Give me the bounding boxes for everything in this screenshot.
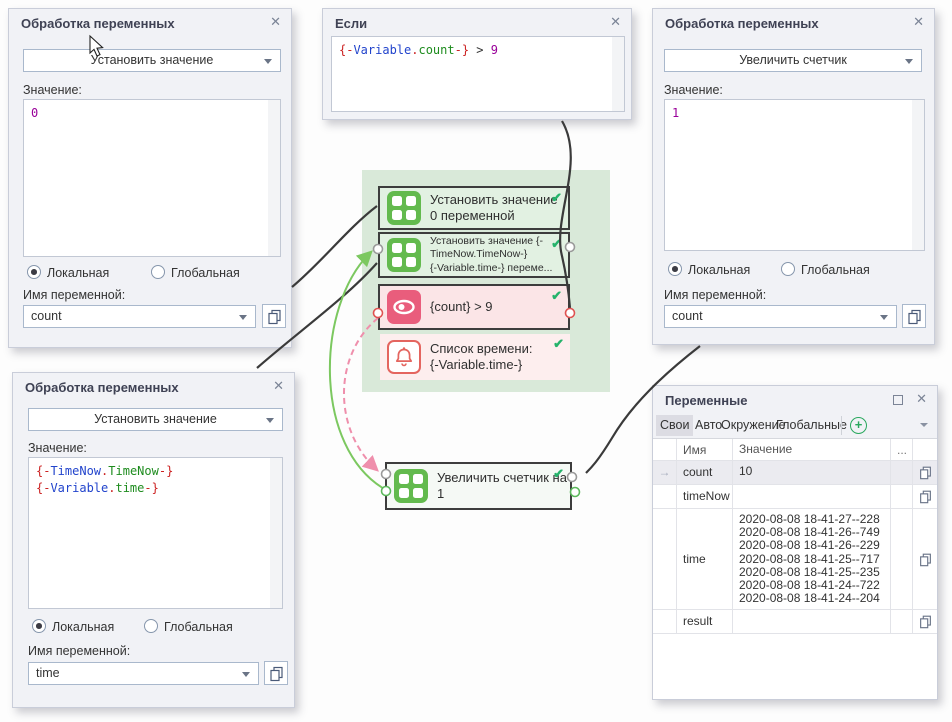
radio-local[interactable]: [32, 619, 46, 633]
copy-button[interactable]: [264, 661, 288, 685]
tab-own[interactable]: Свои: [656, 415, 693, 436]
check-icon: ✔: [551, 236, 562, 252]
action-dropdown[interactable]: Установить значение: [23, 49, 281, 72]
check-icon: ✔: [551, 288, 562, 304]
copy-value-button[interactable]: [913, 509, 937, 609]
column-name[interactable]: Имя: [677, 439, 733, 460]
eye-icon: [387, 290, 421, 324]
add-variable-button[interactable]: +: [850, 417, 867, 434]
close-icon[interactable]: ✕: [270, 15, 281, 29]
value-label: Значение:: [23, 83, 82, 97]
check-icon: ✔: [553, 466, 564, 482]
grid-action-icon: [387, 191, 421, 225]
variable-name-combo[interactable]: time: [28, 662, 259, 685]
value-textarea[interactable]: 0: [23, 99, 281, 257]
check-icon: ✔: [553, 336, 564, 352]
radio-local[interactable]: [668, 262, 682, 276]
panel-variable-processing-top-left: Обработка переменных ✕ Установить значен…: [8, 8, 292, 348]
table-row-result[interactable]: result: [653, 610, 937, 634]
copy-icon: [266, 308, 283, 325]
copy-icon: [268, 665, 285, 682]
chevron-down-icon: [266, 418, 274, 423]
flow-block-time-list-notice[interactable]: Список времени: {-Variable.time-} ✔: [380, 334, 570, 380]
table-header: Имя Значение ...: [653, 439, 937, 461]
action-dropdown[interactable]: Увеличить счетчик: [664, 49, 922, 72]
maximize-icon[interactable]: [893, 395, 903, 405]
action-dropdown[interactable]: Установить значение: [28, 408, 283, 431]
radio-global[interactable]: [151, 265, 165, 279]
column-value[interactable]: Значение: [733, 439, 891, 460]
table-row-timenow[interactable]: timeNow: [653, 485, 937, 509]
variables-panel: Переменные ✕ Свои Авто Окружение Глобаль…: [652, 385, 938, 700]
radio-local[interactable]: [27, 265, 41, 279]
copy-value-button[interactable]: [913, 610, 937, 633]
panel-title: Переменные: [665, 393, 747, 408]
radio-global[interactable]: [781, 262, 795, 276]
value-textarea[interactable]: {-TimeNow.TimeNow-} {-Variable.time-}: [28, 457, 283, 609]
flow-block-increment[interactable]: Увеличить счетчик на 1 ✔: [385, 462, 572, 510]
copy-icon: [918, 489, 933, 504]
copy-value-button[interactable]: [913, 485, 937, 508]
chevron-down-icon: [880, 315, 888, 320]
value-label: Значение:: [664, 83, 723, 97]
copy-value-button[interactable]: [913, 461, 937, 484]
tab-global[interactable]: Глобальные: [772, 415, 851, 436]
panel-title: Если: [335, 16, 367, 31]
chevron-down-icon: [239, 315, 247, 320]
flow-block-set-zero[interactable]: Установить значение 0 переменной ✔: [378, 186, 570, 230]
variable-name-combo[interactable]: count: [23, 305, 256, 328]
copy-icon: [906, 308, 923, 325]
grid-action-icon: [387, 238, 421, 272]
panel-variable-processing-bottom-left: Обработка переменных ✕ Установить значен…: [12, 372, 295, 708]
copy-button[interactable]: [902, 304, 926, 328]
column-more[interactable]: ...: [891, 439, 913, 460]
variables-tabs: Свои Авто Окружение Глобальные +: [653, 412, 937, 439]
chevron-down-icon: [242, 672, 250, 677]
current-row-arrow-icon: →: [653, 461, 677, 484]
var-name-label: Имя переменной:: [28, 644, 130, 658]
value-label: Значение:: [28, 441, 87, 455]
variable-name-combo[interactable]: count: [664, 305, 897, 328]
panel-title: Обработка переменных: [665, 16, 819, 31]
panel-variable-processing-top-right: Обработка переменных ✕ Увеличить счетчик…: [652, 8, 935, 345]
var-name-label: Имя переменной:: [664, 288, 766, 302]
check-icon: ✔: [551, 190, 562, 206]
condition-editor[interactable]: {-Variable.count-} > 9: [331, 36, 625, 112]
close-icon[interactable]: ✕: [916, 392, 927, 406]
panel-if-condition: Если ✕ {-Variable.count-} > 9: [322, 8, 632, 120]
divider: [841, 416, 842, 435]
grid-action-icon: [394, 469, 428, 503]
var-name-label: Имя переменной:: [23, 288, 125, 302]
copy-icon: [918, 465, 933, 480]
bell-icon: [387, 340, 421, 374]
table-row-time[interactable]: time 2020-08-08 18-41-27--228 2020-08-08…: [653, 509, 937, 610]
flow-block-condition[interactable]: {count} > 9 ✔: [378, 284, 570, 330]
radio-global[interactable]: [144, 619, 158, 633]
variables-table: Имя Значение ... → count 10 tim: [653, 439, 937, 699]
close-icon[interactable]: ✕: [913, 15, 924, 29]
chevron-down-icon[interactable]: [920, 423, 928, 427]
chevron-down-icon: [264, 59, 272, 64]
panel-title: Обработка переменных: [25, 380, 179, 395]
chevron-down-icon: [905, 59, 913, 64]
copy-button[interactable]: [262, 304, 286, 328]
copy-icon: [918, 552, 933, 567]
close-icon[interactable]: ✕: [610, 15, 621, 29]
value-textarea[interactable]: 1: [664, 99, 925, 251]
flow-block-set-time[interactable]: Установить значение {- TimeNow.TimeNow-}…: [378, 232, 570, 278]
close-icon[interactable]: ✕: [273, 379, 284, 393]
copy-icon: [918, 614, 933, 629]
table-row-count[interactable]: → count 10: [653, 461, 937, 485]
panel-title: Обработка переменных: [21, 16, 175, 31]
